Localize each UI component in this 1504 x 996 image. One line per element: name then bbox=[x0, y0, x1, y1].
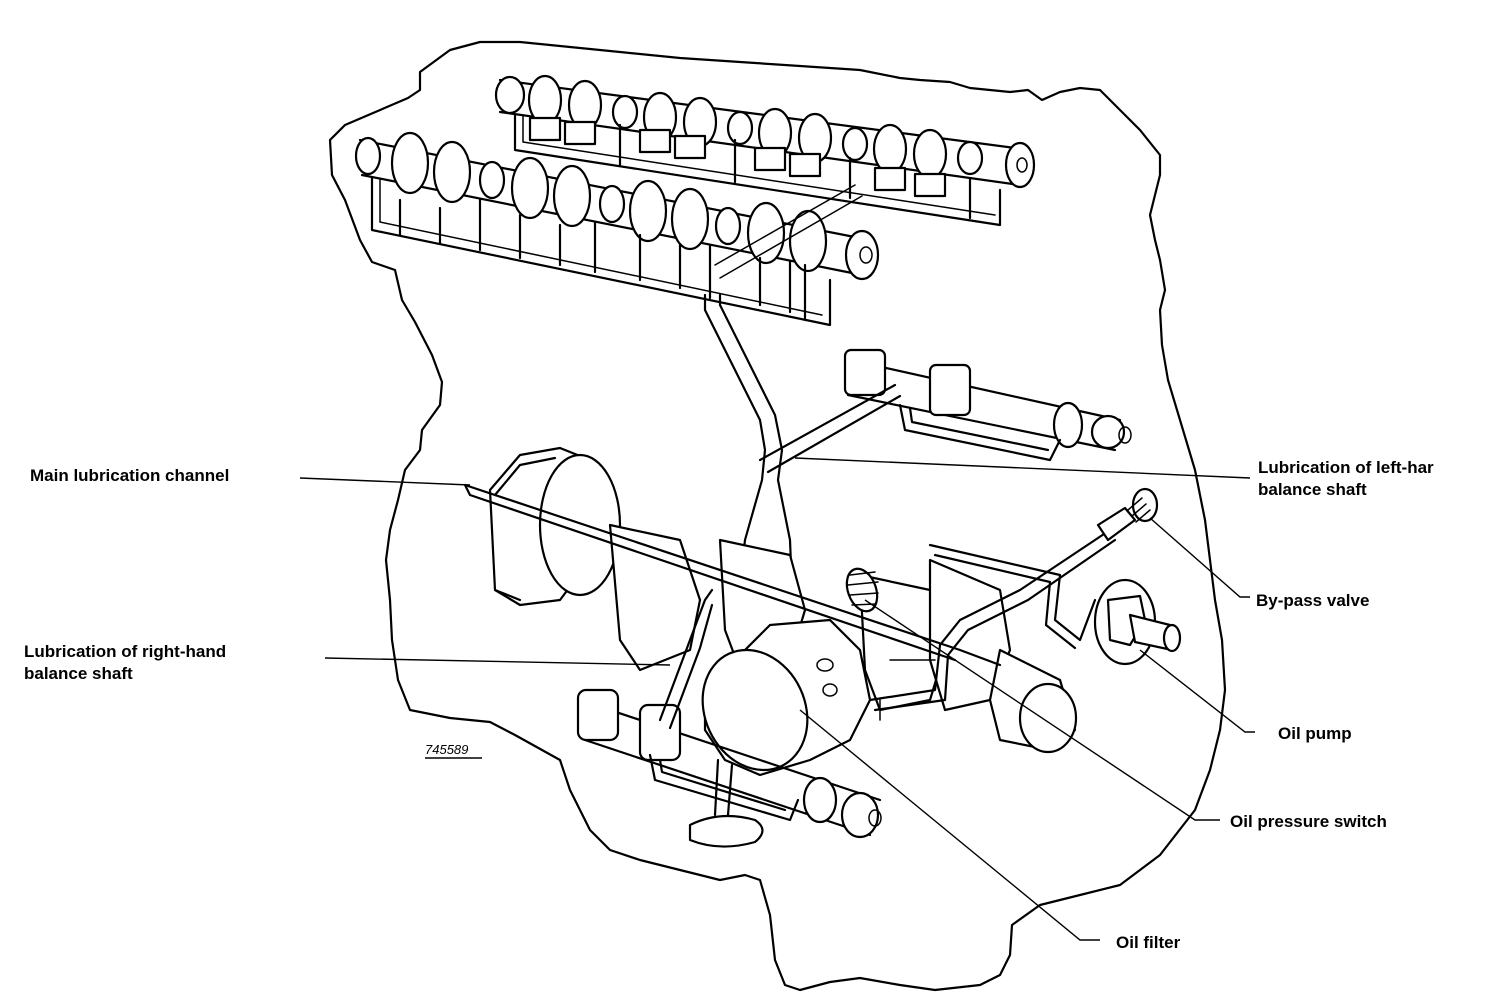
right-balance-feed bbox=[658, 588, 714, 730]
leader-lh-balance bbox=[794, 457, 1251, 479]
label-main-lubrication-channel: Main lubrication channel bbox=[30, 466, 230, 485]
label-rh-line1: Lubrication of right-hand bbox=[24, 642, 227, 661]
left-balance-shaft bbox=[843, 348, 1132, 462]
oil-pressure-switch bbox=[845, 567, 879, 613]
label-right-hand-balance-shaft: Lubrication of right-hand balance shaft bbox=[24, 641, 226, 685]
label-oil-filter: Oil filter bbox=[1116, 933, 1181, 952]
leader-bypass bbox=[1149, 517, 1250, 598]
bypass-valve bbox=[1096, 487, 1159, 542]
figure-number: 745589 bbox=[425, 742, 468, 757]
label-oil-pump: Oil pump bbox=[1278, 724, 1352, 743]
label-rh-line2: balance shaft bbox=[24, 664, 133, 683]
right-balance-shaft bbox=[576, 688, 882, 848]
engine-block-outline bbox=[328, 40, 1227, 992]
leader-rh-balance bbox=[324, 657, 671, 666]
main-channel bbox=[463, 483, 1002, 667]
label-lh-line1: Lubrication of left-har bbox=[1258, 458, 1434, 477]
label-bypass-valve: By-pass valve bbox=[1256, 591, 1370, 610]
front-camshaft bbox=[354, 131, 880, 327]
rear-camshaft bbox=[494, 74, 1036, 227]
gallery-channel bbox=[868, 528, 1117, 712]
label-lh-line2: balance shaft bbox=[1258, 480, 1367, 499]
leader-pressure-switch bbox=[864, 599, 1220, 821]
leader-oil-pump bbox=[1139, 649, 1255, 733]
left-balance-feed bbox=[758, 383, 902, 474]
label-left-hand-balance-shaft: Lubrication of left-har balance shaft bbox=[1258, 457, 1434, 501]
label-oil-pressure-switch: Oil pressure switch bbox=[1230, 812, 1387, 831]
oil-pump bbox=[1093, 578, 1182, 666]
leader-main-channel bbox=[299, 477, 471, 486]
oil-filter bbox=[701, 618, 872, 777]
crankshaft bbox=[488, 446, 1078, 754]
leader-oil-filter bbox=[799, 709, 1100, 941]
